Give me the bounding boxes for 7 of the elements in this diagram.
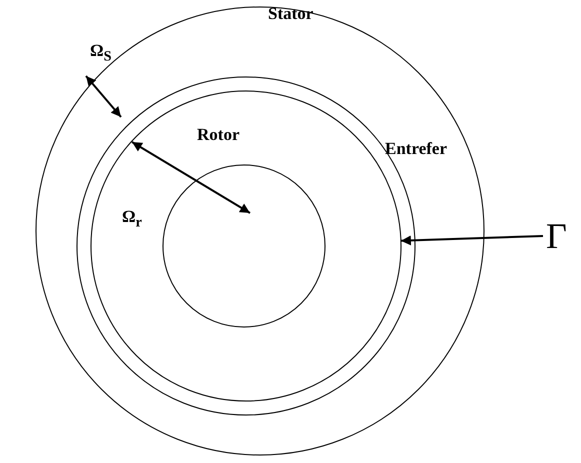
boundary-symbol: Γ: [546, 218, 567, 254]
region-symbol: Ω$_{S}$: [90, 42, 112, 64]
region-symbol: Ω$_{r}$: [122, 208, 142, 230]
leader-line: [400, 235, 544, 246]
region-label: Stator: [268, 5, 314, 22]
region-label: Rotor: [197, 126, 240, 143]
region-label: Entrefer: [385, 140, 447, 157]
